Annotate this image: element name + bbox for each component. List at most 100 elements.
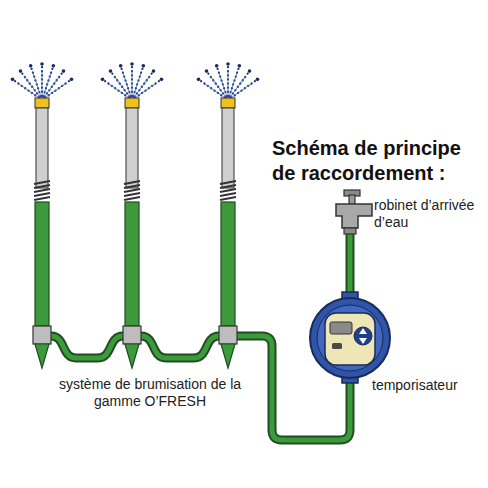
hose-core: [51, 336, 123, 358]
green-tube: [35, 202, 49, 326]
spray-jet: [42, 79, 71, 100]
spray-drop: [226, 62, 230, 66]
timer-arrows: [359, 328, 367, 344]
timer-display: [330, 322, 352, 334]
spray-line: [228, 76, 246, 100]
spray-jet: [228, 79, 257, 100]
diagram-title: Schéma de principe de raccordement :: [272, 136, 484, 186]
misting-stake: [11, 62, 74, 368]
spray-line: [123, 72, 132, 100]
spray-line: [24, 76, 42, 100]
hose: [346, 234, 355, 292]
faucet-nozzle: [344, 228, 356, 234]
spray-drop: [215, 64, 219, 68]
timer: [310, 292, 390, 383]
spray-line: [33, 72, 42, 100]
spray-line: [114, 76, 132, 100]
spray-drop: [29, 64, 33, 68]
misting-stake: [197, 62, 260, 368]
ground-spike: [125, 344, 139, 368]
ground-spike: [221, 344, 235, 368]
hose-core: [348, 234, 353, 292]
spray-jet: [31, 66, 42, 100]
upper-tube: [222, 108, 234, 188]
spray-drop: [62, 69, 66, 73]
spray-jet: [132, 66, 143, 100]
faucet-label: robinet d’arrivée d’eau: [374, 197, 484, 231]
spray-jet: [111, 71, 132, 100]
nozzle-collar: [35, 98, 49, 108]
coil-turn: [124, 189, 140, 192]
spray-line: [42, 72, 51, 100]
spray-jet: [227, 64, 229, 100]
upper-tube: [36, 108, 48, 188]
spray-drop: [248, 69, 252, 73]
t-connector: [219, 326, 237, 344]
spray-drop: [109, 69, 113, 73]
spray-drop: [205, 69, 209, 73]
spray-drop: [101, 78, 105, 82]
faucet-body: [336, 204, 372, 228]
timer-body: [310, 298, 390, 378]
coil-turn: [124, 185, 140, 188]
spray-drop: [11, 78, 15, 82]
nozzle-collar: [125, 98, 139, 108]
coil-turn: [124, 197, 140, 200]
t-connector: [123, 326, 141, 344]
spray-jet: [21, 71, 42, 100]
coil-turn: [34, 197, 50, 200]
hose: [141, 336, 219, 358]
spray-jet: [131, 64, 133, 100]
spray-jet: [199, 79, 228, 100]
hose: [51, 336, 123, 358]
spray-jet: [42, 71, 63, 100]
spray-drop: [197, 78, 201, 82]
t-connector: [33, 326, 51, 344]
coil-turn: [34, 189, 50, 192]
spray-drop: [70, 78, 74, 82]
coil-turn: [220, 189, 236, 192]
green-tube: [221, 202, 235, 326]
spray-line: [228, 83, 253, 100]
timer-indicator: [332, 343, 342, 349]
spray-jet: [132, 71, 153, 100]
ground-spike: [35, 344, 49, 368]
spray-drop: [152, 69, 156, 73]
spray-drop: [52, 64, 56, 68]
faucet: [336, 190, 372, 234]
coil-turn: [34, 193, 50, 196]
spray-drop: [130, 62, 134, 66]
spray-line: [210, 76, 228, 100]
spray-line: [107, 83, 132, 100]
coil-turn: [220, 181, 236, 184]
spray-drop: [40, 62, 44, 66]
coil-turn: [34, 181, 50, 184]
spray-jet: [41, 64, 43, 100]
spray-line: [203, 83, 228, 100]
timer-ring: [317, 305, 383, 371]
spray-jet: [103, 79, 132, 100]
system-label: système de brumisation de la gamme O’FRE…: [50, 376, 250, 410]
spray-jet: [121, 66, 132, 100]
spray-drop: [160, 78, 164, 82]
spray-drop: [142, 64, 146, 68]
spray-drop: [256, 78, 260, 82]
spray-jet: [42, 66, 53, 100]
spray-line: [42, 76, 60, 100]
spray-drop: [119, 64, 123, 68]
spray-line: [228, 72, 237, 100]
spray-line: [132, 76, 150, 100]
coil-turn: [220, 197, 236, 200]
spray-line: [219, 72, 228, 100]
spray-jet: [13, 79, 42, 100]
hoses: [51, 234, 350, 440]
coil-turn: [124, 181, 140, 184]
timer-button: [354, 327, 372, 345]
misting-stake: [101, 62, 164, 368]
upper-tube: [126, 108, 138, 188]
coil-turn: [124, 193, 140, 196]
green-tube: [125, 202, 139, 326]
hose-core: [141, 336, 219, 358]
